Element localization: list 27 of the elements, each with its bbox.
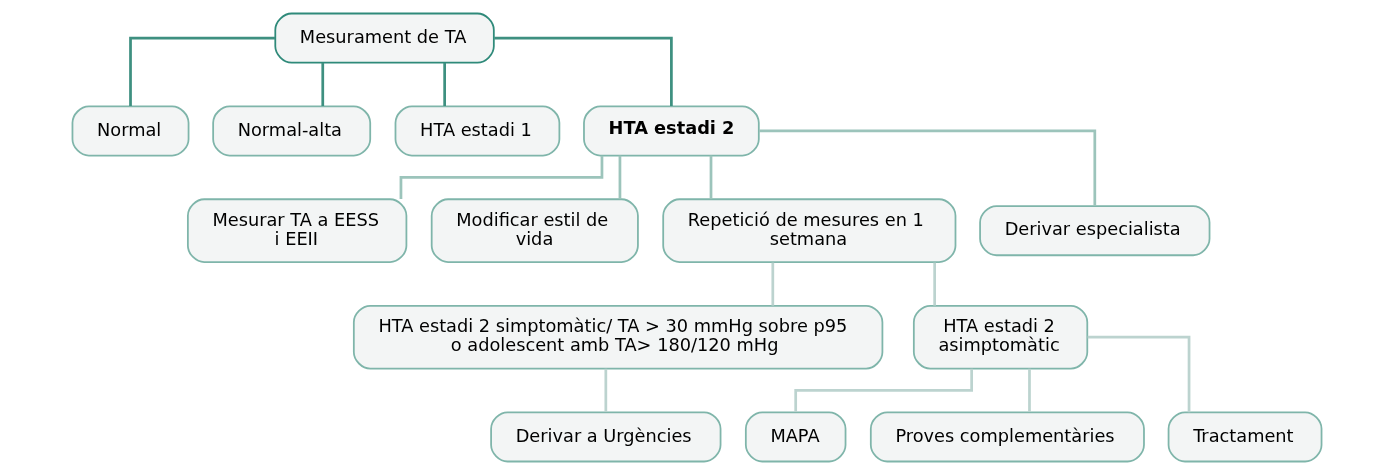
connector — [933, 262, 937, 306]
connector — [443, 62, 447, 106]
node-box: Normal-alta — [212, 105, 372, 157]
connector — [321, 62, 325, 106]
node-box: Normal — [71, 105, 190, 157]
connector — [1028, 368, 1031, 412]
node-box: Modificar estil de vida — [430, 198, 639, 263]
node-box: Proves complementàries — [869, 411, 1145, 463]
node-box: Tractament — [1167, 411, 1323, 463]
node-box: HTA estadi 1 — [394, 105, 561, 157]
node-box: HTA estadi 2 simptomàtic/ TA > 30 mmHg sobre p95 o adolescent amb TA> 180/120 mHg — [352, 304, 884, 370]
node-box: Derivar especialista — [979, 205, 1211, 257]
connector — [604, 368, 608, 412]
connector — [1087, 335, 1191, 413]
node-box: MAPA — [744, 411, 847, 463]
node-box: HTA estadi 2 — [583, 105, 760, 157]
connector — [759, 129, 1097, 207]
node-box: Mesurament de TA — [274, 12, 495, 64]
connector — [709, 155, 713, 200]
node-box: HTA estadi 2 asimptomàtic — [912, 304, 1089, 370]
connector — [771, 262, 775, 306]
node-box: Repetició de mesures en 1 setmana — [662, 198, 957, 263]
connector — [618, 155, 622, 200]
connector — [129, 36, 275, 107]
node-box: Mesurar TA a EESS i EEII — [187, 198, 408, 263]
connector — [494, 36, 673, 107]
node-box: Derivar a Urgències — [490, 411, 722, 463]
